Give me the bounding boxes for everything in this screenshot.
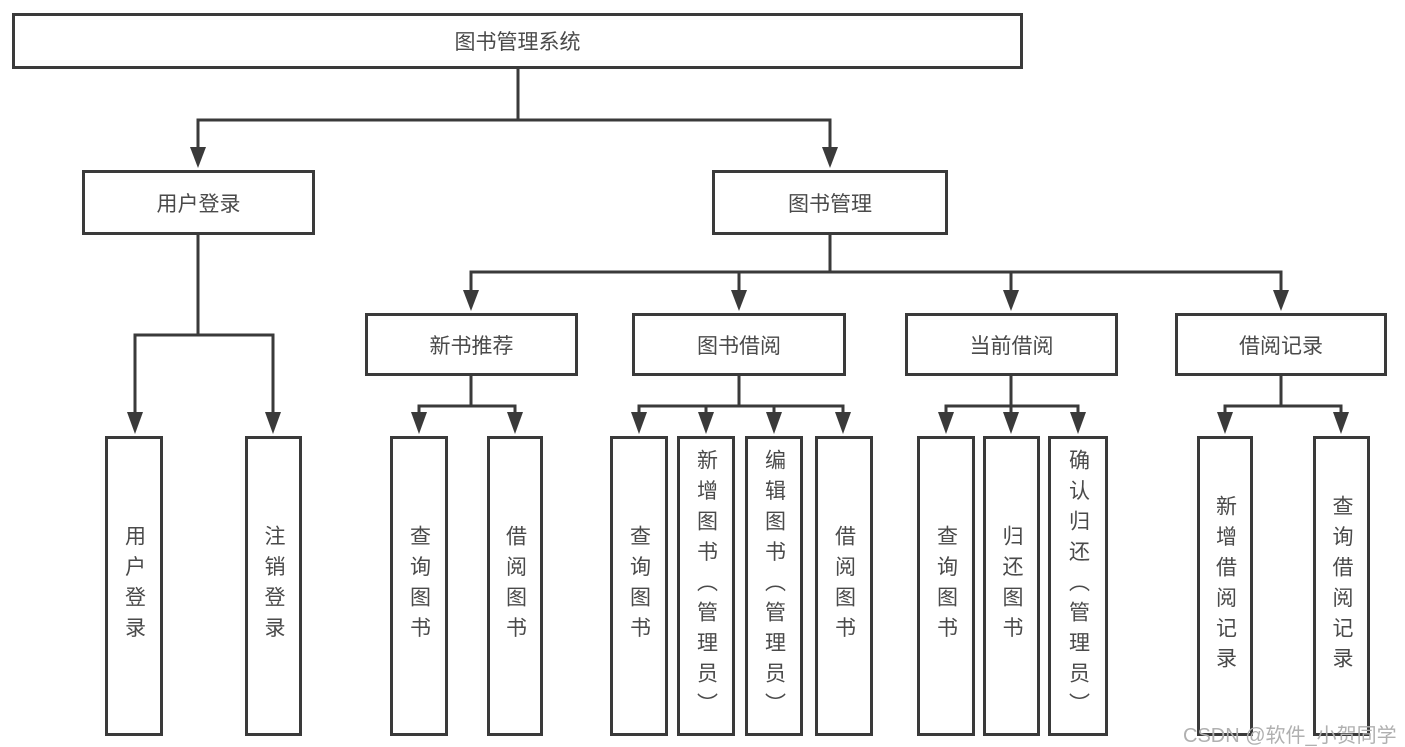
node-user-login-action-label: 用户登录 <box>122 525 146 647</box>
node-query-borrow-record: 查询借阅记录 <box>1313 436 1370 736</box>
node-add-borrow-record-label: 新增借阅记录 <box>1213 494 1237 678</box>
node-confirm-return-admin-label: 确认归还（管理员） <box>1066 448 1090 724</box>
node-logout-action: 注销登录 <box>245 436 302 736</box>
node-query-books-current-label: 查询图书 <box>934 525 958 647</box>
node-book-borrow-label: 图书借阅 <box>697 334 781 358</box>
node-query-books-borrow-label: 查询图书 <box>627 525 651 647</box>
node-book-management-label: 图书管理 <box>788 192 872 216</box>
node-book-management: 图书管理 <box>712 170 948 235</box>
node-query-books-newbook-label: 查询图书 <box>407 525 431 647</box>
node-new-book-recommend-label: 新书推荐 <box>429 334 514 358</box>
node-edit-books-admin-label: 编辑图书（管理员） <box>762 448 786 724</box>
node-query-borrow-record-label: 查询借阅记录 <box>1330 494 1353 678</box>
node-return-books-label: 归还图书 <box>1000 525 1023 647</box>
node-add-books-admin-label: 新增图书（管理员） <box>694 448 718 724</box>
node-borrow-books-newbook-label: 借阅图书 <box>503 525 527 647</box>
node-return-books: 归还图书 <box>983 436 1040 736</box>
node-logout-action-label: 注销登录 <box>262 525 285 647</box>
node-user-login-label: 用户登录 <box>156 192 241 216</box>
node-query-books-newbook: 查询图书 <box>390 436 448 736</box>
node-add-borrow-record: 新增借阅记录 <box>1197 436 1253 736</box>
node-current-borrow-label: 当前借阅 <box>969 334 1054 358</box>
node-current-borrow: 当前借阅 <box>905 313 1118 376</box>
node-borrow-books-action-label: 借阅图书 <box>832 525 856 647</box>
node-query-books-borrow: 查询图书 <box>610 436 668 736</box>
node-add-books-admin: 新增图书（管理员） <box>677 436 735 736</box>
node-edit-books-admin: 编辑图书（管理员） <box>745 436 803 736</box>
node-book-borrow: 图书借阅 <box>632 313 846 376</box>
node-library-system: 图书管理系统 <box>12 13 1023 69</box>
node-borrow-records: 借阅记录 <box>1175 313 1387 376</box>
node-confirm-return-admin: 确认归还（管理员） <box>1048 436 1108 736</box>
node-borrow-records-label: 借阅记录 <box>1239 334 1323 358</box>
node-library-system-label: 图书管理系统 <box>454 31 581 54</box>
node-user-login: 用户登录 <box>82 170 315 235</box>
node-borrow-books-action: 借阅图书 <box>815 436 873 736</box>
node-user-login-action: 用户登录 <box>105 436 163 736</box>
watermark: CSDN @软件_小贺同学 <box>1183 725 1397 747</box>
node-new-book-recommend: 新书推荐 <box>365 313 578 376</box>
node-borrow-books-newbook: 借阅图书 <box>487 436 543 736</box>
node-query-books-current: 查询图书 <box>917 436 975 736</box>
